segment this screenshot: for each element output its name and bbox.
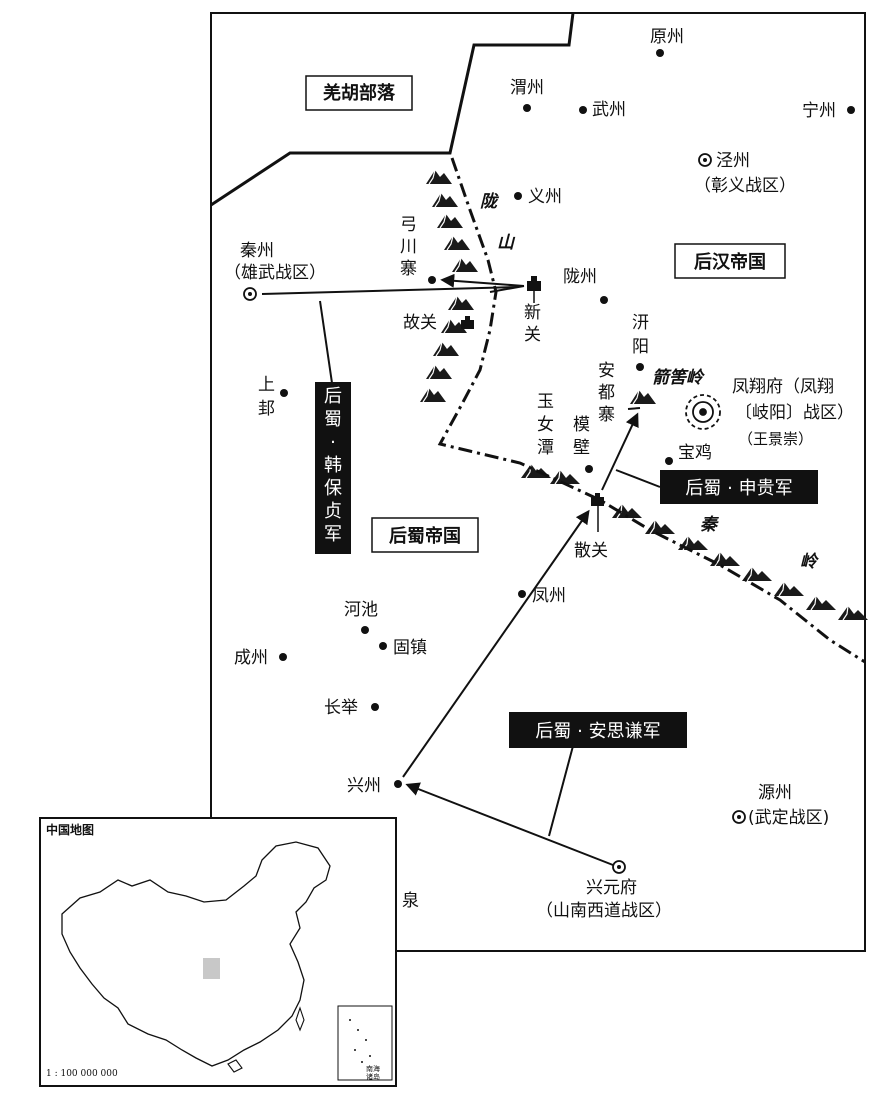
inset-scale: 1 : 100 000 000 xyxy=(46,1069,118,1079)
place-quan: 泉 xyxy=(402,891,419,911)
place-xingzhou: 兴州 xyxy=(347,776,381,796)
place-fengxiang: 凤翔府（凤翔 xyxy=(732,377,834,397)
mountain-longshan-char: 陇 xyxy=(480,192,500,212)
place-xingyuanfu: 兴元府 xyxy=(586,878,637,898)
place-wuzhou: 武州 xyxy=(592,100,626,120)
army-han-baozhen-char: 军 xyxy=(324,524,342,545)
army-han-baozhen-char: 蜀 xyxy=(324,409,342,430)
movement-arrows xyxy=(261,273,641,866)
inset-region-highlight xyxy=(203,958,220,979)
inset-title: 中国地图 xyxy=(46,822,94,837)
place-fengxiang-zone: 〔岐阳〕战区） xyxy=(735,403,854,423)
region-houshu-label: 后蜀帝国 xyxy=(389,525,461,547)
army-han-baozhen-char: 后 xyxy=(324,386,342,407)
inset-china-map: 中国地图 1 : 100 000 000 南海 诸岛 xyxy=(39,817,397,1087)
place-mobi-char: 壁 xyxy=(573,438,590,458)
china-outline xyxy=(61,841,331,1067)
region-qianghu-label: 羌胡部落 xyxy=(323,82,396,104)
place-jingzhou-zone: （彰义战区） xyxy=(694,176,796,196)
jiankuoling-peak xyxy=(629,389,657,405)
army-an-siqian: 后蜀 · 安思谦军 xyxy=(509,712,687,748)
place-anduzhai-char: 寨 xyxy=(598,405,615,425)
place-ningzhou: 宁州 xyxy=(802,101,836,121)
region-houshu: 后蜀帝国 xyxy=(371,517,479,553)
place-gongchuanzhai-char: 弓 xyxy=(400,215,417,235)
place-anduzhai-char: 都 xyxy=(598,383,615,403)
fengxiang-siege-marker xyxy=(685,394,721,430)
place-weizhou: 渭州 xyxy=(510,78,544,98)
army-han-baozhen-char: 贞 xyxy=(324,501,342,522)
longshan-range xyxy=(419,169,479,403)
place-xingyuanfu-zone: （山南西道战区） xyxy=(536,901,672,921)
place-yunvtan-char: 潭 xyxy=(537,438,554,458)
place-xinguan-char: 关 xyxy=(524,325,541,345)
place-fengzhou: 凤州 xyxy=(532,586,566,606)
place-fengxiang-commander: （王景崇） xyxy=(738,430,813,448)
place-guzhen: 固镇 xyxy=(393,638,427,658)
place-yuanzhou: 原州 xyxy=(650,27,684,47)
south-sea-label: 南海 xyxy=(366,1064,380,1073)
army-shen-gui-label: 后蜀 · 申贵军 xyxy=(685,478,792,499)
place-chengzhou: 成州 xyxy=(234,648,268,668)
place-mobi-char: 模 xyxy=(573,415,590,435)
place-baoji: 宝鸡 xyxy=(678,443,712,463)
mountain-qinling-char: 岭 xyxy=(800,552,819,572)
northwest-boundary xyxy=(210,12,575,207)
place-qinzhou: 秦州 xyxy=(240,241,274,261)
place-guguan: 故关 xyxy=(403,313,437,333)
label-pointers xyxy=(319,300,661,837)
place-xinguan-char: 新 xyxy=(524,303,541,323)
zone-hq-centers xyxy=(248,158,741,869)
south-sea-box xyxy=(337,1005,393,1081)
place-gongchuanzhai-char: 寨 xyxy=(400,259,417,279)
place-shangbang-char: 上 xyxy=(258,375,275,395)
army-han-baozhen-char: · xyxy=(330,432,336,453)
pass-markers xyxy=(461,276,604,506)
mountain-longshan-char: 山 xyxy=(497,233,516,253)
place-yunvtan-char: 女 xyxy=(537,415,554,435)
place-gongchuanzhai-char: 川 xyxy=(400,237,417,257)
army-han-baozhen-char: 韩 xyxy=(324,455,342,476)
mountain-qinling-char: 秦 xyxy=(700,515,719,535)
main-map-frame xyxy=(210,12,866,952)
place-yunvtan-char: 玉 xyxy=(537,392,554,412)
mountain-jiankuoling: 箭筈岭 xyxy=(652,368,705,388)
place-qinzhou-zone: （雄武战区） xyxy=(224,263,326,283)
army-han-baozhen: 后 蜀 · 韩 保 贞 军 xyxy=(315,382,351,554)
place-qianyang-char: 阳 xyxy=(632,337,649,357)
army-shen-gui: 后蜀 · 申贵军 xyxy=(660,470,818,504)
army-han-baozhen-char: 保 xyxy=(324,478,342,499)
south-sea-islands xyxy=(349,1019,371,1063)
place-longzhou: 陇州 xyxy=(563,267,597,287)
place-shangbang-char: 邽 xyxy=(258,399,275,419)
place-yizhou: 义州 xyxy=(528,187,562,207)
army-an-siqian-label: 后蜀 · 安思谦军 xyxy=(535,721,660,742)
place-yuanzhou2-zone: (武定战区) xyxy=(748,808,829,828)
state-boundary xyxy=(437,157,866,664)
region-qianghu: 羌胡部落 xyxy=(305,75,413,111)
town-dots xyxy=(279,49,855,788)
place-changju: 长举 xyxy=(324,698,358,718)
south-sea-label: 诸岛 xyxy=(366,1072,380,1081)
place-hechi: 河池 xyxy=(344,600,378,620)
hainan-outline xyxy=(227,1059,243,1073)
place-sanguan: 散关 xyxy=(574,541,608,561)
place-qianyang-char: 汧 xyxy=(632,313,649,333)
region-houhan-label: 后汉帝国 xyxy=(694,251,766,273)
place-yuanzhou2: 源州 xyxy=(758,783,792,803)
region-houhan: 后汉帝国 xyxy=(674,243,786,279)
place-anduzhai-char: 安 xyxy=(598,361,615,381)
zone-hq-markers xyxy=(243,153,746,874)
place-jingzhou: 泾州 xyxy=(716,151,750,171)
taiwan-outline xyxy=(295,1006,305,1032)
